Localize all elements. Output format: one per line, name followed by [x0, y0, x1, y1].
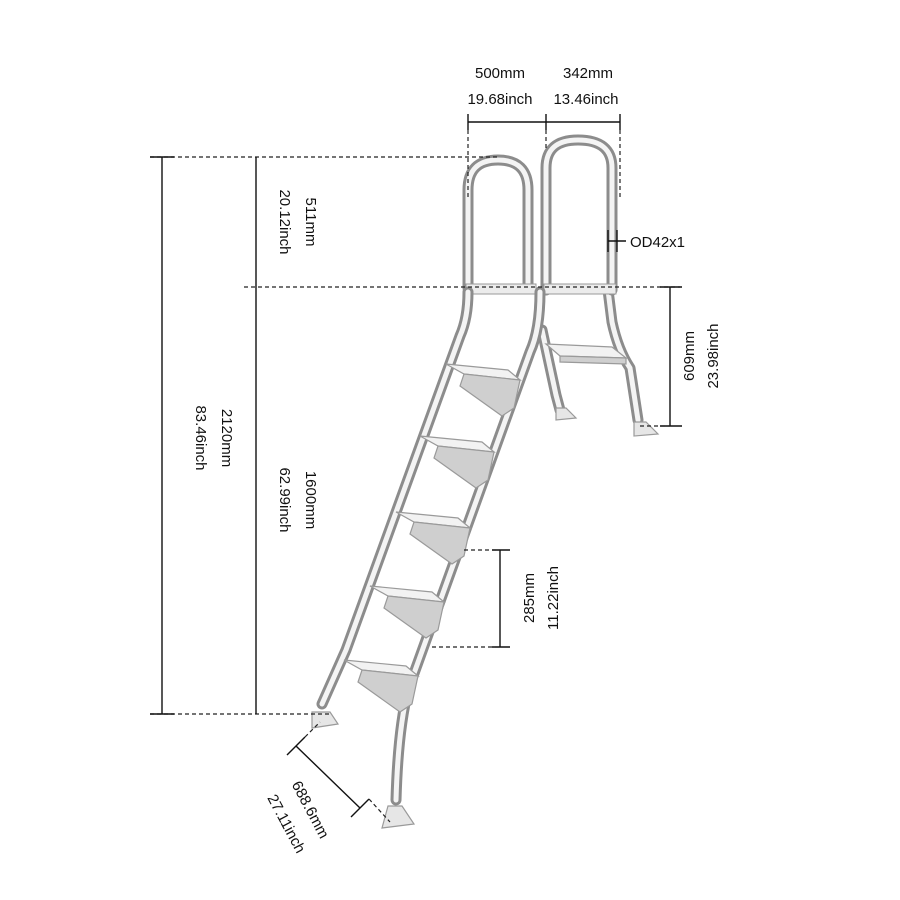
dim-step-spacing: 285mm 11.22inch	[432, 549, 562, 648]
dim-base-depth: 688.6mm 27.11inch	[263, 721, 391, 856]
tube-spec-label: OD42x1	[630, 234, 685, 251]
handrail-left	[462, 154, 534, 294]
ladder-step-front	[357, 669, 419, 713]
top-width-left-mm: 500mm	[475, 65, 525, 82]
back-leg-left	[536, 324, 566, 416]
top-band-right	[543, 283, 617, 295]
ladder-height-mm: 1600mm	[302, 471, 319, 529]
back-foot-left	[555, 407, 578, 421]
ladder-step-front	[459, 373, 521, 417]
platform-height-inch: 23.98inch	[705, 323, 722, 388]
back-foot-right	[633, 421, 660, 437]
top-band-left	[465, 283, 537, 295]
back-leg-right	[602, 284, 644, 426]
handrail-height-mm: 511mm	[302, 198, 319, 247]
handrail-right	[540, 134, 618, 296]
top-width-right-inch: 13.46inch	[553, 91, 618, 108]
dim-platform-height: 609mm 23.98inch	[640, 286, 722, 427]
step-spacing-inch: 11.22inch	[545, 566, 562, 630]
step-spacing-mm: 285mm	[521, 573, 538, 623]
dim-top-widths: 500mm 19.68inch 342mm 13.46inch	[467, 65, 621, 200]
back-step	[544, 343, 628, 365]
ladder-step-5	[343, 659, 420, 713]
ladder-step-4	[369, 585, 446, 639]
top-width-left-inch: 19.68inch	[467, 91, 532, 108]
handrail-height-inch: 20.12inch	[276, 189, 293, 254]
ladder-steps	[343, 363, 522, 713]
ladder-step-front	[409, 521, 471, 565]
dim-tube-spec: OD42x1	[607, 230, 685, 252]
ladder-step-1	[445, 363, 522, 417]
ladder-illustration	[311, 134, 660, 829]
top-width-right-mm: 342mm	[563, 65, 613, 82]
ladder-step-front	[383, 595, 445, 639]
ladder-step-front	[433, 445, 495, 489]
front-foot-left	[311, 711, 340, 729]
platform-height-mm: 609mm	[681, 331, 698, 381]
dim-handrail-height: 511mm 20.12inch	[255, 157, 319, 287]
front-foot-right	[381, 805, 416, 829]
ladder-step-2	[419, 435, 496, 489]
dim-total-height: 2120mm 83.46inch	[150, 156, 235, 715]
dim-ladder-height: 1600mm 62.99inch	[255, 287, 319, 714]
ladder-step-3	[395, 511, 472, 565]
total-height-inch: 83.46inch	[192, 405, 209, 470]
ladder-stile-left	[316, 286, 474, 710]
ladder-height-inch: 62.99inch	[276, 467, 293, 532]
total-height-mm: 2120mm	[218, 409, 235, 467]
